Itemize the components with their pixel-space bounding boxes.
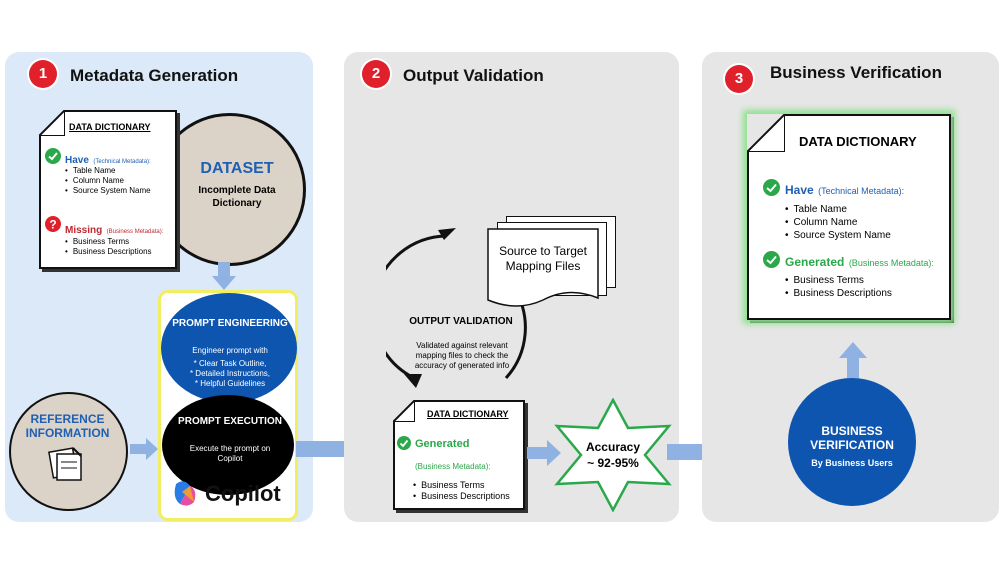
- panel-title-1: Metadata Generation: [70, 66, 239, 85]
- list-item: Business Descriptions: [785, 287, 892, 300]
- data-dictionary-doc-2: DATA DICTIONARY Generated (Business Meta…: [393, 400, 525, 510]
- business-verification-circle: [788, 378, 916, 506]
- right-arrow-icon: [130, 438, 158, 460]
- step-badge-3: 3: [725, 65, 753, 93]
- dataset-circle: [153, 113, 306, 266]
- right-arrow-icon: [527, 440, 561, 466]
- data-dictionary-doc-1: DATA DICTIONARY Have (Technical Metadata…: [39, 110, 177, 269]
- prompt-execution-subtitle: Execute the prompt on Copilot: [189, 444, 271, 463]
- data-dictionary-doc-3: DATA DICTIONARY Have (Technical Metadata…: [747, 114, 951, 320]
- prompt-engineering-title: PROMPT ENGINEERING: [172, 318, 288, 329]
- mapping-file-front: [487, 228, 599, 307]
- doc3-have-list: Table Name Column Name Source System Nam…: [785, 203, 891, 242]
- doc3-generated-sub: (Business Metadata):: [848, 258, 934, 268]
- list-item: * Detailed Instructions,: [189, 369, 271, 378]
- list-item: * Clear Task Outline,: [193, 359, 267, 368]
- panel-title-3: Business Verification: [770, 63, 942, 82]
- dataset-title: DATASET: [200, 160, 274, 177]
- doc1-have-sub: (Technical Metadata):: [93, 159, 151, 165]
- accuracy-value: ~ 92-95%: [587, 456, 639, 470]
- svg-text:?: ?: [49, 218, 56, 232]
- doc2-generated-sub: (Business Metadata):: [415, 462, 491, 471]
- prompt-engineering-intro: Engineer prompt with: [192, 346, 268, 355]
- copilot-logo-icon: [174, 481, 196, 506]
- business-verification-subtitle: By Business Users: [811, 458, 893, 468]
- doc1-missing-list: Business Terms Business Descriptions: [65, 237, 152, 257]
- copilot-label: Copilot: [205, 481, 281, 506]
- doc3-title: DATA DICTIONARY: [799, 134, 917, 149]
- list-item: Business Terms: [785, 274, 892, 287]
- prompt-engineering-list: * Clear Task Outline, * Detailed Instruc…: [170, 359, 290, 389]
- doc1-missing-label: Missing: [65, 225, 103, 236]
- step-badge-1: 1: [29, 60, 57, 88]
- list-item: Business Terms: [413, 480, 510, 491]
- reference-title: REFERENCE INFORMATION: [25, 412, 110, 440]
- doc1-title: DATA DICTIONARY: [69, 122, 151, 132]
- check-icon: [763, 251, 780, 268]
- doc1-have-label: Have: [65, 155, 89, 166]
- business-verification-title: BUSINESS VERIFICATION: [810, 424, 894, 452]
- step-badge-2: 2: [362, 60, 390, 88]
- doc3-generated-list: Business Terms Business Descriptions: [785, 274, 892, 300]
- prompt-engineering-circle: [161, 293, 297, 403]
- question-icon: ?: [45, 216, 61, 232]
- accuracy-star: [554, 398, 672, 512]
- list-item: * Helpful Guidelines: [194, 379, 266, 388]
- list-item: Table Name: [785, 203, 891, 216]
- check-icon: [763, 179, 780, 196]
- output-validation-description: Validated against relevant mapping files…: [414, 341, 510, 370]
- output-validation-title: OUTPUT VALIDATION: [409, 316, 513, 327]
- mapping-files-label: Source to Target Mapping Files: [499, 244, 587, 273]
- up-arrow-icon: [839, 342, 867, 378]
- check-icon: [45, 148, 61, 164]
- accuracy-label: Accuracy: [585, 440, 641, 454]
- down-arrow-icon: [212, 262, 236, 290]
- prompt-execution-title: PROMPT EXECUTION: [178, 416, 282, 427]
- list-item: Column Name: [785, 216, 891, 229]
- doc2-list: Business Terms Business Descriptions: [413, 480, 510, 502]
- doc-fold-icon: [39, 110, 65, 136]
- doc1-have-list: Table Name Column Name Source System Nam…: [65, 166, 151, 196]
- doc3-generated-label: Generated: [785, 255, 845, 269]
- list-item: Business Terms: [65, 237, 152, 247]
- doc1-missing-sub: (Business Metadata):: [106, 229, 164, 235]
- prompt-execution-circle: [162, 395, 294, 495]
- doc3-have-sub: (Technical Metadata):: [818, 186, 905, 196]
- doc3-have-label: Have: [785, 183, 814, 197]
- doc-fold-icon: [393, 400, 415, 422]
- panel-title-2: Output Validation: [403, 66, 544, 85]
- doc2-title: DATA DICTIONARY: [427, 409, 509, 419]
- notes-icon: [48, 447, 82, 481]
- list-item: Business Descriptions: [413, 491, 510, 502]
- list-item: Column Name: [65, 176, 151, 186]
- list-item: Table Name: [65, 166, 151, 176]
- dataset-subtitle: Incomplete Data Dictionary: [198, 185, 276, 209]
- doc-fold-icon: [747, 114, 785, 152]
- list-item: Business Descriptions: [65, 247, 152, 257]
- list-item: Source System Name: [65, 186, 151, 196]
- check-icon: [397, 436, 411, 450]
- list-item: Source System Name: [785, 229, 891, 242]
- doc2-generated-label: Generated: [415, 438, 470, 450]
